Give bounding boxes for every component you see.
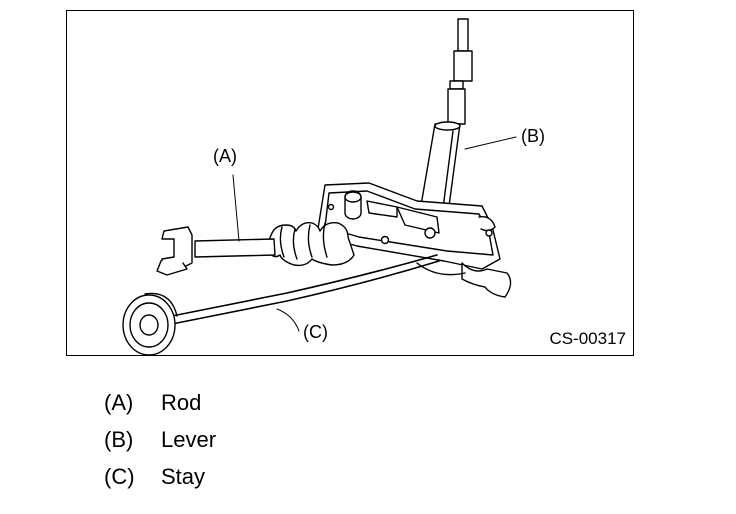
rod bbox=[156, 226, 276, 276]
leader-line-a bbox=[232, 174, 240, 242]
shifter-housing bbox=[316, 182, 512, 298]
parts-legend: (A) Rod (B) Lever (C) Stay bbox=[104, 384, 216, 495]
legend-value: Stay bbox=[161, 463, 206, 489]
rubber-boot bbox=[267, 221, 355, 267]
legend-key: (A) bbox=[104, 389, 134, 415]
legend-key: (C) bbox=[104, 463, 135, 489]
callout-b: (B) bbox=[521, 126, 545, 146]
callout-c: (C) bbox=[303, 322, 328, 342]
stay bbox=[122, 254, 440, 356]
legend-value: Lever bbox=[161, 426, 217, 452]
legend-item: (A) Rod bbox=[104, 384, 216, 421]
legend-key: (B) bbox=[104, 426, 134, 452]
shifter-assembly-drawing bbox=[122, 18, 517, 356]
leader-line-b bbox=[464, 136, 517, 150]
legend-item: (B) Lever bbox=[104, 421, 216, 458]
leader-line-c bbox=[276, 308, 300, 332]
figure-frame: (A) (B) (C) CS-00317 bbox=[66, 10, 634, 356]
callout-a: (A) bbox=[213, 146, 237, 166]
legend-value: Rod bbox=[161, 389, 202, 415]
legend-item: (C) Stay bbox=[104, 458, 216, 495]
lever-shaft bbox=[418, 18, 473, 222]
figure-code: CS-00317 bbox=[549, 329, 626, 348]
